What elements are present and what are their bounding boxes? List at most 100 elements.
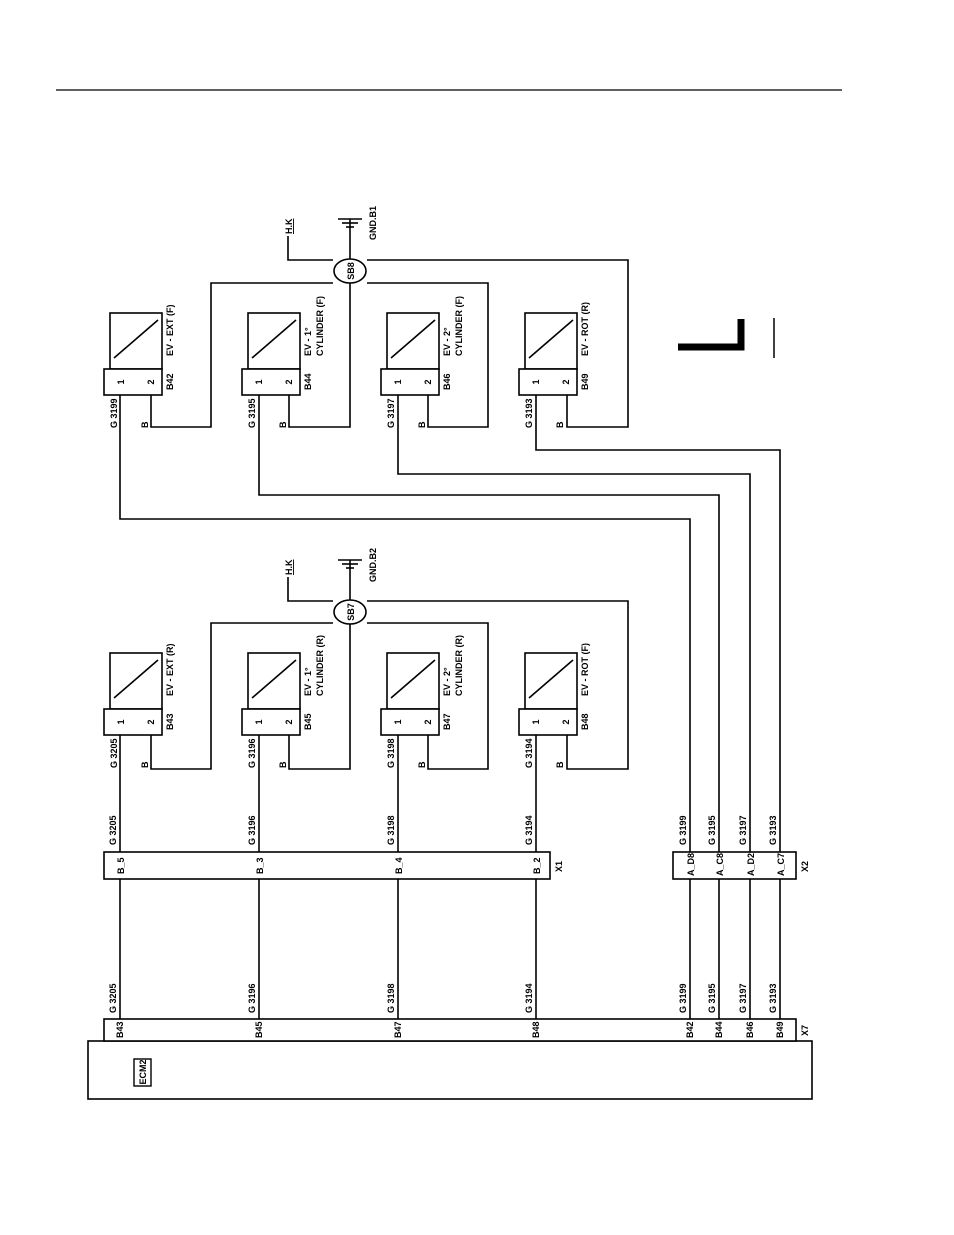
ground-pin-label: B: [140, 421, 150, 428]
wire-label: G 3205: [109, 738, 119, 768]
valve-label-line2: CYLINDER (R): [454, 635, 464, 696]
wire-label: G 3194: [524, 738, 534, 768]
x7-pin: B42: [685, 1021, 695, 1038]
ground-pin-label: B: [278, 761, 288, 768]
pin-2-label: 2: [561, 379, 571, 384]
pin-2-label: 2: [423, 379, 433, 384]
valve-connector-label: B42: [165, 373, 175, 390]
wire-label: G 3195: [247, 398, 257, 428]
valve-label-line2: CYLINDER (F): [454, 296, 464, 356]
valve-b45: 1 2 B45 EV - 1° CYLINDER (R) B G 3196: [241, 635, 325, 768]
ground-pin-label: B: [555, 421, 565, 428]
valve-label: EV - ROT (F): [580, 643, 590, 696]
pin-2-label: 2: [561, 719, 571, 724]
wire-label-x7: G 3198: [386, 983, 396, 1013]
wire-label: G 3193: [524, 398, 534, 428]
valve-label: EV - 2°: [442, 327, 452, 356]
wire-label: G 3197: [386, 398, 396, 428]
signal-wires: [119, 395, 781, 1019]
splice-sb8-label: SB8: [346, 262, 356, 280]
wire-label: G 3199: [109, 398, 119, 428]
wire-label-x2-top: G 3197: [738, 815, 748, 845]
connector-x1-pin: B_3: [255, 857, 265, 874]
connector-x1-label: X1: [554, 861, 564, 872]
connector-x2-pin: A_D8: [686, 853, 696, 876]
wire-label-x7: G 3197: [738, 983, 748, 1013]
valve-connector-label: B44: [303, 373, 313, 390]
x7-pin: B46: [745, 1021, 755, 1038]
valve-b46: 1 2 B46 EV - 2° CYLINDER (F) B G 3197: [380, 296, 464, 428]
wire-label-x1-top: G 3194: [524, 815, 534, 845]
valve-b49: 1 2 B49 EV - ROT (R) B G 3193: [518, 302, 590, 428]
connector-x1-pin: B_4: [394, 857, 404, 874]
pin-1-label: 1: [116, 719, 126, 724]
x7-pin: B48: [531, 1021, 541, 1038]
wire-label-x1-top: G 3198: [386, 815, 396, 845]
connector-x2-label: X2: [800, 861, 810, 872]
wire-label-x7: G 3205: [108, 983, 118, 1013]
valve-label-line2: CYLINDER (F): [315, 296, 325, 356]
wire-label-x1-top: G 3196: [247, 815, 257, 845]
valve-label: EV - 1°: [303, 667, 313, 696]
wire-label-x7: G 3195: [707, 983, 717, 1013]
pin-1-label: 1: [393, 719, 403, 724]
connector-x2-pin: A_C8: [715, 853, 725, 876]
x7-pin: B44: [714, 1021, 724, 1038]
pin-2-label: 2: [284, 379, 294, 384]
wire-label: G 3198: [386, 738, 396, 768]
ground-wires-top: [150, 219, 629, 428]
ground-label-bottom: GND.B2: [368, 548, 378, 582]
pin-1-label: 1: [531, 379, 541, 384]
valve-label: EV - EXT (R): [165, 643, 175, 696]
valve-connector-label: B47: [442, 713, 452, 730]
pin-1-label: 1: [116, 379, 126, 384]
ground-symbol-bottom: [338, 559, 362, 569]
ecu-label: ECM2: [138, 1059, 148, 1084]
wire-label: G 3196: [247, 738, 257, 768]
valve-label: EV - EXT (F): [165, 304, 175, 356]
pin-1-label: 1: [531, 719, 541, 724]
splice-sb7: SB7: [333, 599, 367, 625]
connector-x1: B_5 B_3 B_4 B_2 X1: [103, 851, 564, 880]
wire-label-x2-top: G 3195: [707, 815, 717, 845]
valve-b47: 1 2 B47 EV - 2° CYLINDER (R) B G 3198: [380, 635, 464, 768]
ecu-ecm2: B43 B45 B47 B48 B42 B44 B46 B49 X7 ECM2: [87, 1018, 813, 1100]
pin-2-label: 2: [146, 379, 156, 384]
orientation-mark: [678, 318, 775, 358]
valve-connector-label: B45: [303, 713, 313, 730]
wire-label-x7: G 3194: [524, 983, 534, 1013]
x7-pin: B47: [393, 1021, 403, 1038]
wire-label-x2-top: G 3199: [678, 815, 688, 845]
connector-x1-pin: B_5: [116, 857, 126, 874]
valve-connector-label: B43: [165, 713, 175, 730]
pin-1-label: 1: [254, 719, 264, 724]
ground-label-top: GND.B1: [368, 206, 378, 240]
connector-x2-pin: A_C7: [776, 853, 786, 876]
valve-label: EV - ROT (R): [580, 302, 590, 356]
connector-x2-pin: A_D2: [746, 853, 756, 876]
splice-sb7-label: SB7: [346, 603, 356, 621]
ground-pin-label: B: [417, 761, 427, 768]
valve-b44: 1 2 B44 EV - 1° CYLINDER (F) B G 3195: [241, 296, 325, 428]
valve-label: EV - 1°: [303, 327, 313, 356]
ground-pin-label: B: [140, 761, 150, 768]
ground-wires-bottom: [150, 560, 629, 770]
valve-connector-label: B49: [580, 373, 590, 390]
wire-label-x7: G 3199: [678, 983, 688, 1013]
pin-1-label: 1: [393, 379, 403, 384]
valve-connector-label: B46: [442, 373, 452, 390]
valve-connector-label: B48: [580, 713, 590, 730]
valve-label: EV - 2°: [442, 667, 452, 696]
pin-2-label: 2: [423, 719, 433, 724]
x7-pin: B49: [775, 1021, 785, 1038]
supply-label-bottom: H.K: [284, 559, 294, 575]
valve-label-line2: CYLINDER (R): [315, 635, 325, 696]
wire-label-x1-top: G 3205: [108, 815, 118, 845]
pin-2-label: 2: [284, 719, 294, 724]
supply-label-top: H.K: [284, 218, 294, 234]
pin-1-label: 1: [254, 379, 264, 384]
ground-symbol-top: [338, 218, 362, 228]
wire-label-x7: G 3196: [247, 983, 257, 1013]
valve-b43: 1 2 B43 EV - EXT (R) B G 3205: [103, 643, 175, 768]
